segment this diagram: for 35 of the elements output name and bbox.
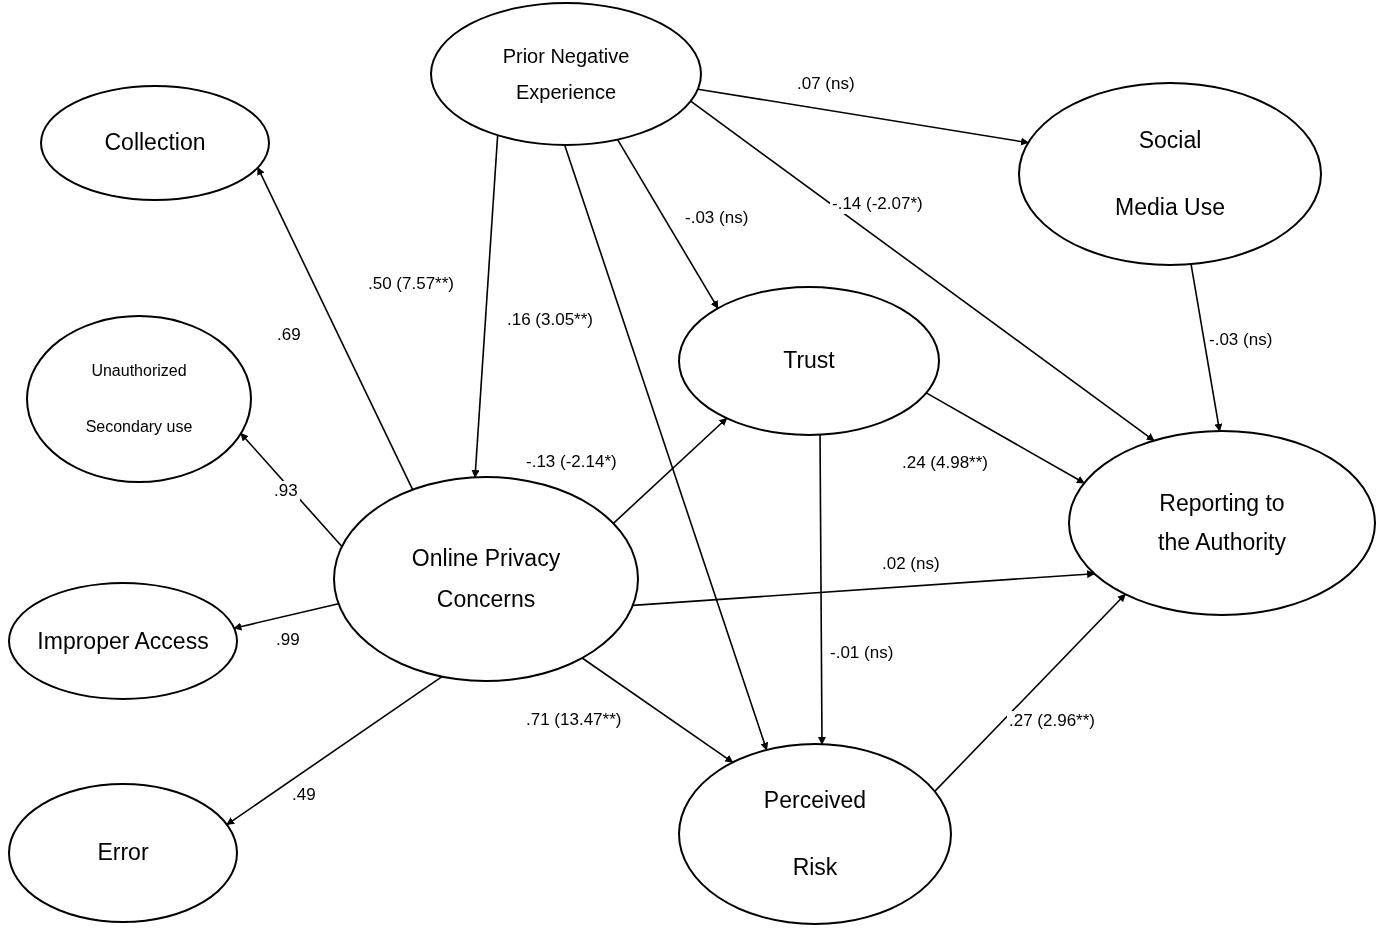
path-coefficient: -.03 (ns) — [683, 208, 751, 228]
path-coefficient: -.14 (-2.07*) — [830, 194, 925, 214]
path-coefficient: .27 (2.96**) — [1007, 711, 1097, 731]
path-coefficient: .71 (13.47**) — [524, 710, 624, 730]
path-coefficient: .24 (4.98**) — [900, 453, 990, 473]
arrow — [612, 417, 728, 525]
arrow — [933, 593, 1126, 793]
node-label: Social Media Use — [1114, 126, 1226, 222]
node-label: Unauthorized Secondary use — [84, 361, 194, 437]
node-label: Improper Access — [36, 626, 210, 656]
path-coefficient: .93 — [272, 481, 300, 501]
node-label: Trust — [782, 346, 836, 376]
node-label: Reporting to the Authority — [1157, 488, 1287, 557]
path-coefficient: .50 (7.57**) — [366, 274, 456, 294]
arrow — [257, 166, 414, 491]
node-label: Perceived Risk — [762, 786, 868, 882]
arrow — [581, 657, 734, 764]
path-coefficient: -.13 (-2.14*) — [524, 452, 619, 472]
path-coefficient: -.01 (ns) — [828, 643, 896, 663]
arrow — [226, 675, 443, 826]
node-label: Error — [96, 838, 150, 868]
node-label: Prior Negative Experience — [501, 44, 631, 105]
arrow — [1190, 263, 1223, 432]
path-coefficient: .07 (ns) — [795, 74, 857, 94]
node-label: Collection — [103, 128, 207, 158]
path-coefficient: .02 (ns) — [880, 554, 942, 574]
node-label: Online Privacy Concerns — [410, 543, 562, 614]
arrow — [563, 144, 769, 751]
arrow — [689, 100, 1155, 442]
arrow — [471, 134, 499, 479]
path-coefficient: -.03 (ns) — [1207, 330, 1275, 350]
path-coefficient: .16 (3.05**) — [505, 310, 595, 330]
arrow — [616, 138, 719, 309]
arrow — [817, 433, 826, 745]
arrow — [925, 392, 1085, 484]
